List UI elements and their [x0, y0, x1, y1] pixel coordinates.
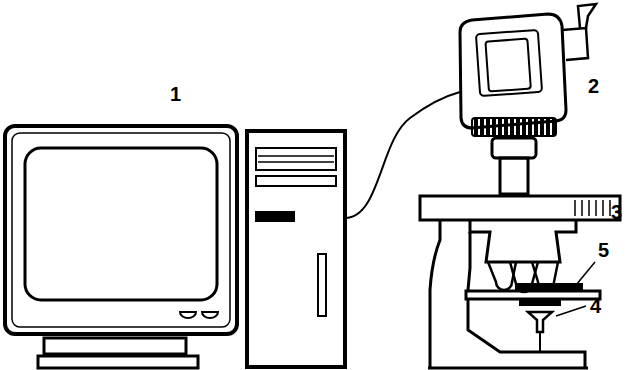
- leader-line: [576, 262, 595, 285]
- callout-number: 3: [611, 202, 622, 222]
- callout-number: 4: [590, 296, 601, 316]
- leader-line: [556, 306, 586, 316]
- cable: [345, 92, 460, 218]
- callout-number: 2: [588, 76, 599, 96]
- microscope: [420, 196, 620, 368]
- monitor: [5, 126, 237, 368]
- computer-tower: [247, 131, 345, 367]
- callout-number: 1: [170, 84, 181, 104]
- callout-number: 5: [598, 240, 609, 260]
- video-camera: [460, 4, 596, 194]
